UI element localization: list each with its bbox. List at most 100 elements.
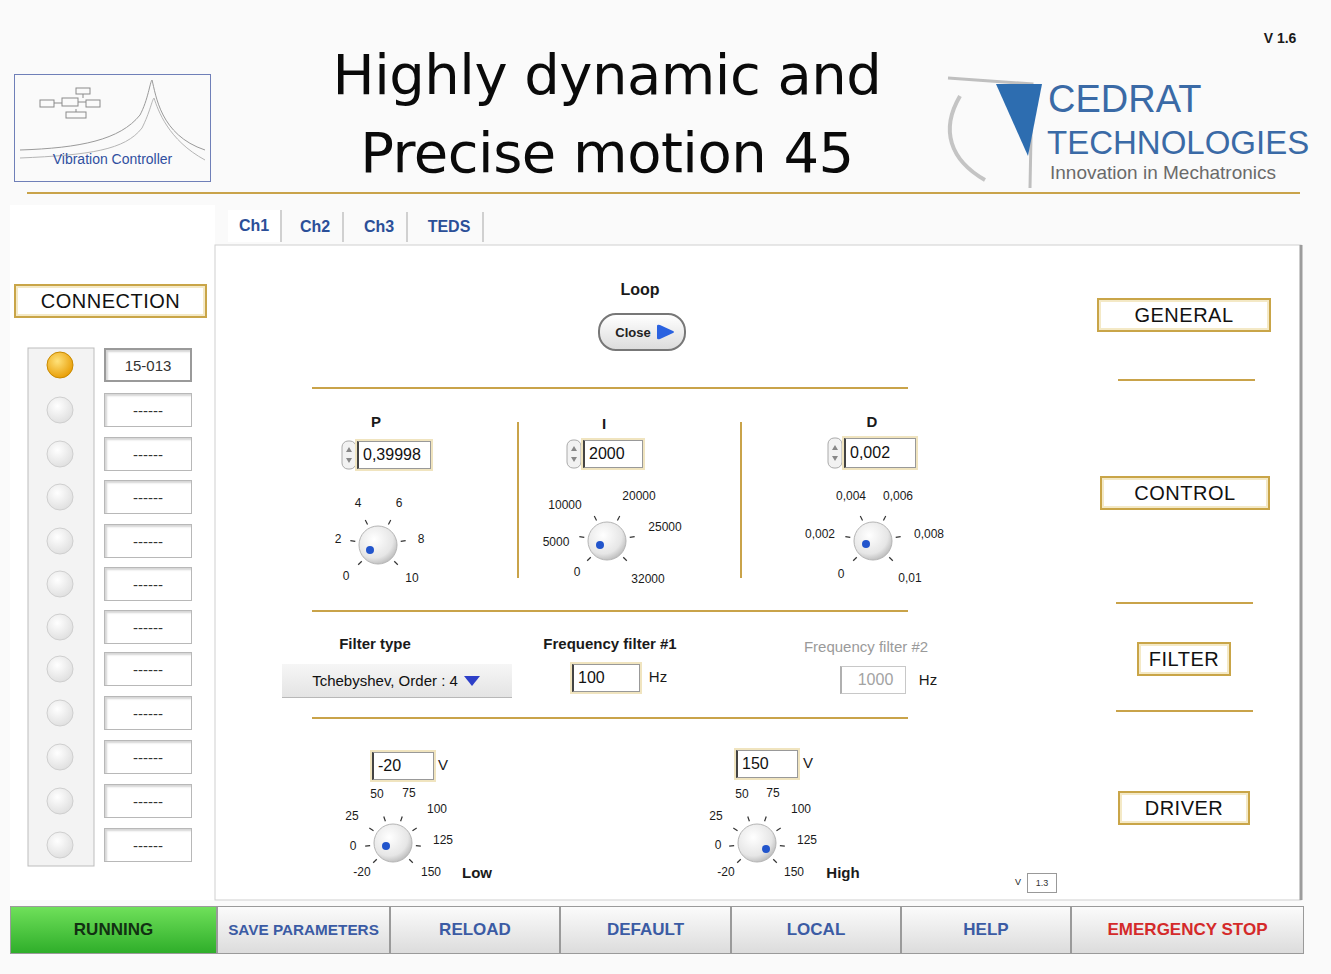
node-text: -20 <box>378 757 401 775</box>
knob-tick <box>748 817 750 822</box>
node-text: RUNNING <box>74 920 153 940</box>
device-slot: ------ <box>104 696 192 730</box>
knob-tick <box>594 516 596 520</box>
main-panel <box>215 245 1301 900</box>
knob-tick <box>617 516 619 520</box>
rotary-knob <box>365 817 421 863</box>
node-text: ------ <box>133 749 163 766</box>
scale-number: Hz <box>649 669 667 686</box>
knob-tick <box>587 557 591 561</box>
knob-tick <box>889 557 893 561</box>
knob-tick <box>780 845 785 847</box>
toolbar-button: HELP <box>901 906 1071 954</box>
scale-number: 0 <box>574 566 581 579</box>
numeric-input: 2000 <box>583 440 643 468</box>
scale-number: V <box>438 757 448 774</box>
company-name: CEDRAT <box>1048 79 1201 121</box>
field-label: P <box>371 414 381 431</box>
menu-button: CONTROL <box>1100 476 1270 510</box>
knob-tick <box>845 536 850 538</box>
status-led <box>47 700 73 726</box>
numeric-input-disabled: 1000 <box>840 666 906 694</box>
field-label: V 1.6 <box>1264 31 1297 46</box>
field-label: Low <box>462 865 492 882</box>
device-slot: ------ <box>104 784 192 818</box>
node-text: 2000 <box>589 445 625 463</box>
knob-indicator <box>862 540 870 548</box>
scale-number: -20 <box>353 866 370 879</box>
device-slot: ------ <box>104 740 192 774</box>
node-text: Ch2 <box>300 218 330 236</box>
knob-tick <box>401 817 403 822</box>
device-slot: ------ <box>104 567 192 601</box>
node-text: RELOAD <box>439 920 511 940</box>
device-slot: ------ <box>104 828 192 862</box>
rotary-knob <box>350 520 405 565</box>
scale-number: 100 <box>791 803 811 816</box>
numeric-input: 0,002 <box>844 438 916 468</box>
field-label: Frequency filter #1 <box>543 636 676 653</box>
logo-illustration <box>20 80 205 160</box>
scale-number: 0 <box>715 839 722 852</box>
knob-tick <box>401 540 406 542</box>
scale-number: 0,008 <box>914 528 944 541</box>
knob-tick <box>896 536 901 538</box>
menu-button: DRIVER <box>1118 791 1250 825</box>
status-led <box>47 484 73 510</box>
company-logo-mark <box>948 78 1042 188</box>
node-text: 100 <box>578 669 605 687</box>
menu-button: GENERAL <box>1097 298 1271 332</box>
scale-number: 75 <box>402 787 415 800</box>
toggle-arrow <box>655 323 675 341</box>
knob-body <box>588 522 626 560</box>
device-slot: ------ <box>104 393 192 427</box>
node-text: SAVE PARAMETERS <box>228 921 379 939</box>
node-text: ------ <box>133 489 163 506</box>
knob-tick <box>737 859 741 863</box>
status-led <box>47 571 73 597</box>
node-text: Tchebyshev, Order : 4 <box>312 672 458 689</box>
device-slot-active: 15-013 <box>104 348 192 382</box>
node-text: LOCAL <box>787 920 846 940</box>
node-text: ------ <box>133 446 163 463</box>
disabled-label: Frequency filter #2 <box>804 639 928 656</box>
scale-number: 0,004 <box>836 490 866 503</box>
led-column <box>28 348 94 866</box>
filter-dropdown: Tchebyshev, Order : 4 <box>282 664 512 698</box>
field-label: D <box>867 414 878 431</box>
rotary-knob <box>729 817 785 863</box>
scale-number: 50 <box>735 788 748 801</box>
scale-number: 0 <box>343 570 350 583</box>
node-text: 1.3 <box>1036 878 1049 888</box>
node-text: ------ <box>133 837 163 854</box>
knob-tick <box>773 859 777 863</box>
loop-toggle: Close <box>598 313 686 351</box>
knob-tick <box>358 561 362 565</box>
node-text: 15-013 <box>125 357 172 374</box>
knob-tick <box>630 536 635 538</box>
status-led <box>47 528 73 554</box>
knob-tick <box>388 520 390 524</box>
node-text: DRIVER <box>1145 797 1224 820</box>
emergency-button: EMERGENCY STOP <box>1071 906 1304 954</box>
status-led <box>47 656 73 682</box>
scale-number: Hz <box>919 672 937 689</box>
device-slot: ------ <box>104 480 192 514</box>
node-text: 0,002 <box>850 444 890 462</box>
scale-number: 25 <box>345 810 358 823</box>
menu-button: CONNECTION <box>14 284 207 318</box>
device-slot: ------ <box>104 652 192 686</box>
company-tagline: Innovation in Mechatronics <box>1050 163 1276 184</box>
node-text: Ch1 <box>239 217 269 235</box>
menu-button: FILTER <box>1137 642 1231 676</box>
scale-number: 100 <box>427 803 447 816</box>
knob-body <box>374 824 412 862</box>
scale-number: 0,01 <box>898 572 921 585</box>
knob-tick <box>765 817 767 822</box>
scale-number: 32000 <box>631 573 664 586</box>
logo-box: Vibration Controller <box>14 74 211 182</box>
node-text: FILTER <box>1149 648 1219 671</box>
company-name: TECHNOLOGIES <box>1047 125 1309 161</box>
knob-tick <box>579 536 584 538</box>
node-text: Vibration Controller <box>53 151 173 167</box>
